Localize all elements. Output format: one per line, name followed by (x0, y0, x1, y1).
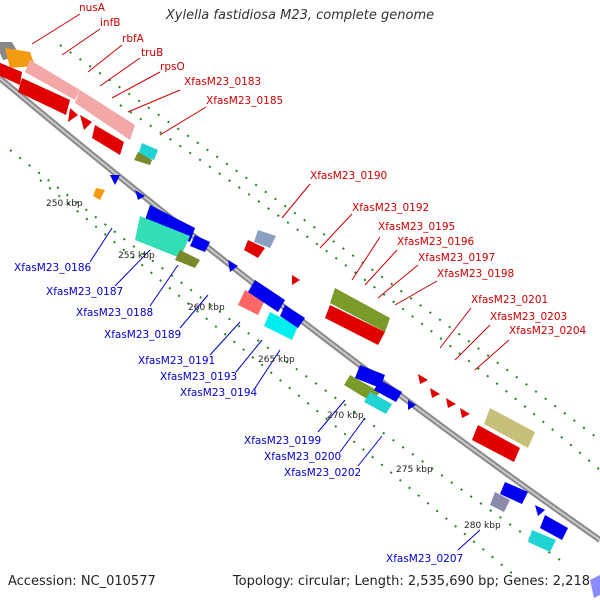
gene-label-top[interactable]: XfasM23_0190 (310, 170, 387, 182)
gene-block (135, 216, 190, 258)
gene-block (535, 505, 545, 516)
gene-block (75, 90, 135, 140)
gene-label-bottom[interactable]: XfasM23_0199 (244, 435, 321, 447)
gene-block (68, 108, 78, 122)
gene-block (364, 392, 392, 414)
gene-block (330, 288, 390, 332)
tick-label: 260 kbp (188, 303, 225, 313)
gene-label-bottom[interactable]: XfasM23_0187 (46, 286, 123, 298)
gene-label-bottom[interactable]: XfasM23_0194 (180, 387, 258, 399)
tick-label: 255 kbp (118, 251, 155, 261)
gene-block (175, 250, 200, 268)
gene-cluster-middle (135, 205, 390, 345)
gene-block (418, 374, 428, 384)
gene-label-top[interactable]: XfasM23_0185 (206, 95, 283, 107)
gene-block (374, 380, 402, 402)
gene-block (430, 388, 440, 398)
gene-label-bottom[interactable]: XfasM23_0188 (76, 307, 153, 319)
gene-label-top[interactable]: XfasM23_0198 (437, 268, 514, 280)
gene-block (408, 400, 416, 410)
gc-track-outer (9, 44, 600, 581)
accession-text: Accession: NC_010577 (8, 574, 156, 589)
tick-labels: 250 kbp 255 kbp 260 kbp 265 kbp 270 kbp 275 k… (46, 199, 501, 531)
gene-label-top[interactable]: XfasM23_0196 (397, 236, 475, 248)
topology-summary: Topology: circular; Length: 2,535,690 bp… (232, 574, 590, 589)
gene-block (490, 492, 510, 512)
gene-block (484, 408, 535, 448)
gene-block (0, 62, 22, 85)
gene-block (248, 280, 285, 312)
gene-block (244, 240, 265, 258)
gene-label-top[interactable]: XfasM23_0201 (471, 294, 548, 306)
gene-cluster-lower (344, 365, 600, 598)
gene-label-top[interactable]: XfasM23_0192 (352, 202, 429, 214)
gene-block (80, 115, 92, 130)
gene-label-top[interactable]: nusA (79, 2, 106, 14)
tick-label: 250 kbp (46, 199, 83, 209)
gene-label-bottom[interactable]: XfasM23_0193 (160, 371, 237, 383)
gene-block (540, 515, 568, 540)
gene-block (18, 78, 70, 115)
gene-label-top[interactable]: XfasM23_0203 (490, 311, 567, 323)
gene-block (528, 530, 556, 552)
gene-block (590, 575, 600, 598)
gene-label-top[interactable]: rpsO (160, 61, 185, 73)
gene-label-bottom[interactable]: XfasM23_0207 (386, 553, 463, 565)
gene-block (238, 290, 265, 315)
gene-block (264, 312, 298, 340)
gene-block (93, 188, 105, 200)
gene-block (145, 205, 195, 242)
gene-block (280, 305, 305, 328)
gene-block (135, 190, 145, 200)
gene-label-top[interactable]: XfasM23_0195 (378, 221, 455, 233)
gene-label-bottom[interactable]: XfasM23_0189 (104, 329, 181, 341)
gene-block (134, 152, 152, 165)
tick-label: 275 kbp (396, 465, 433, 475)
tick-label: 265 kbp (258, 355, 295, 365)
gene-block (92, 125, 124, 155)
gene-block (472, 425, 520, 462)
map-title: Xylella fastidiosa M23, complete genome (165, 8, 435, 23)
gene-label-top[interactable]: truB (141, 47, 163, 59)
gene-label-bottom[interactable]: XfasM23_0191 (138, 355, 215, 367)
gene-block (292, 275, 300, 285)
gene-block (355, 365, 385, 388)
gene-label-bottom[interactable]: XfasM23_0200 (264, 451, 341, 463)
gene-cluster-top (0, 42, 158, 200)
gene-label-top[interactable]: infB (100, 17, 120, 29)
gene-block (110, 175, 120, 185)
gene-block (190, 235, 210, 252)
gene-block (228, 260, 238, 272)
tick-label: 270 kbp (327, 411, 364, 421)
gene-block (254, 230, 276, 248)
gene-label-top[interactable]: rbfA (122, 33, 145, 45)
gene-label-bottom[interactable]: XfasM23_0186 (14, 262, 92, 274)
gene-block (500, 482, 528, 504)
leader-lines-bottom (89, 227, 481, 551)
tick-label: 280 kbp (464, 521, 501, 531)
gene-label-bottom[interactable]: XfasM23_0202 (284, 467, 361, 479)
gene-label-top[interactable]: XfasM23_0183 (184, 76, 261, 88)
gene-block (25, 60, 80, 100)
gene-block (460, 408, 470, 418)
gene-label-top[interactable]: XfasM23_0204 (509, 325, 587, 337)
gene-block (446, 398, 456, 408)
leader-lines-top (31, 13, 510, 371)
gene-block (5, 48, 35, 68)
gene-label-top[interactable]: XfasM23_0197 (418, 252, 495, 264)
gene-block (325, 305, 385, 345)
